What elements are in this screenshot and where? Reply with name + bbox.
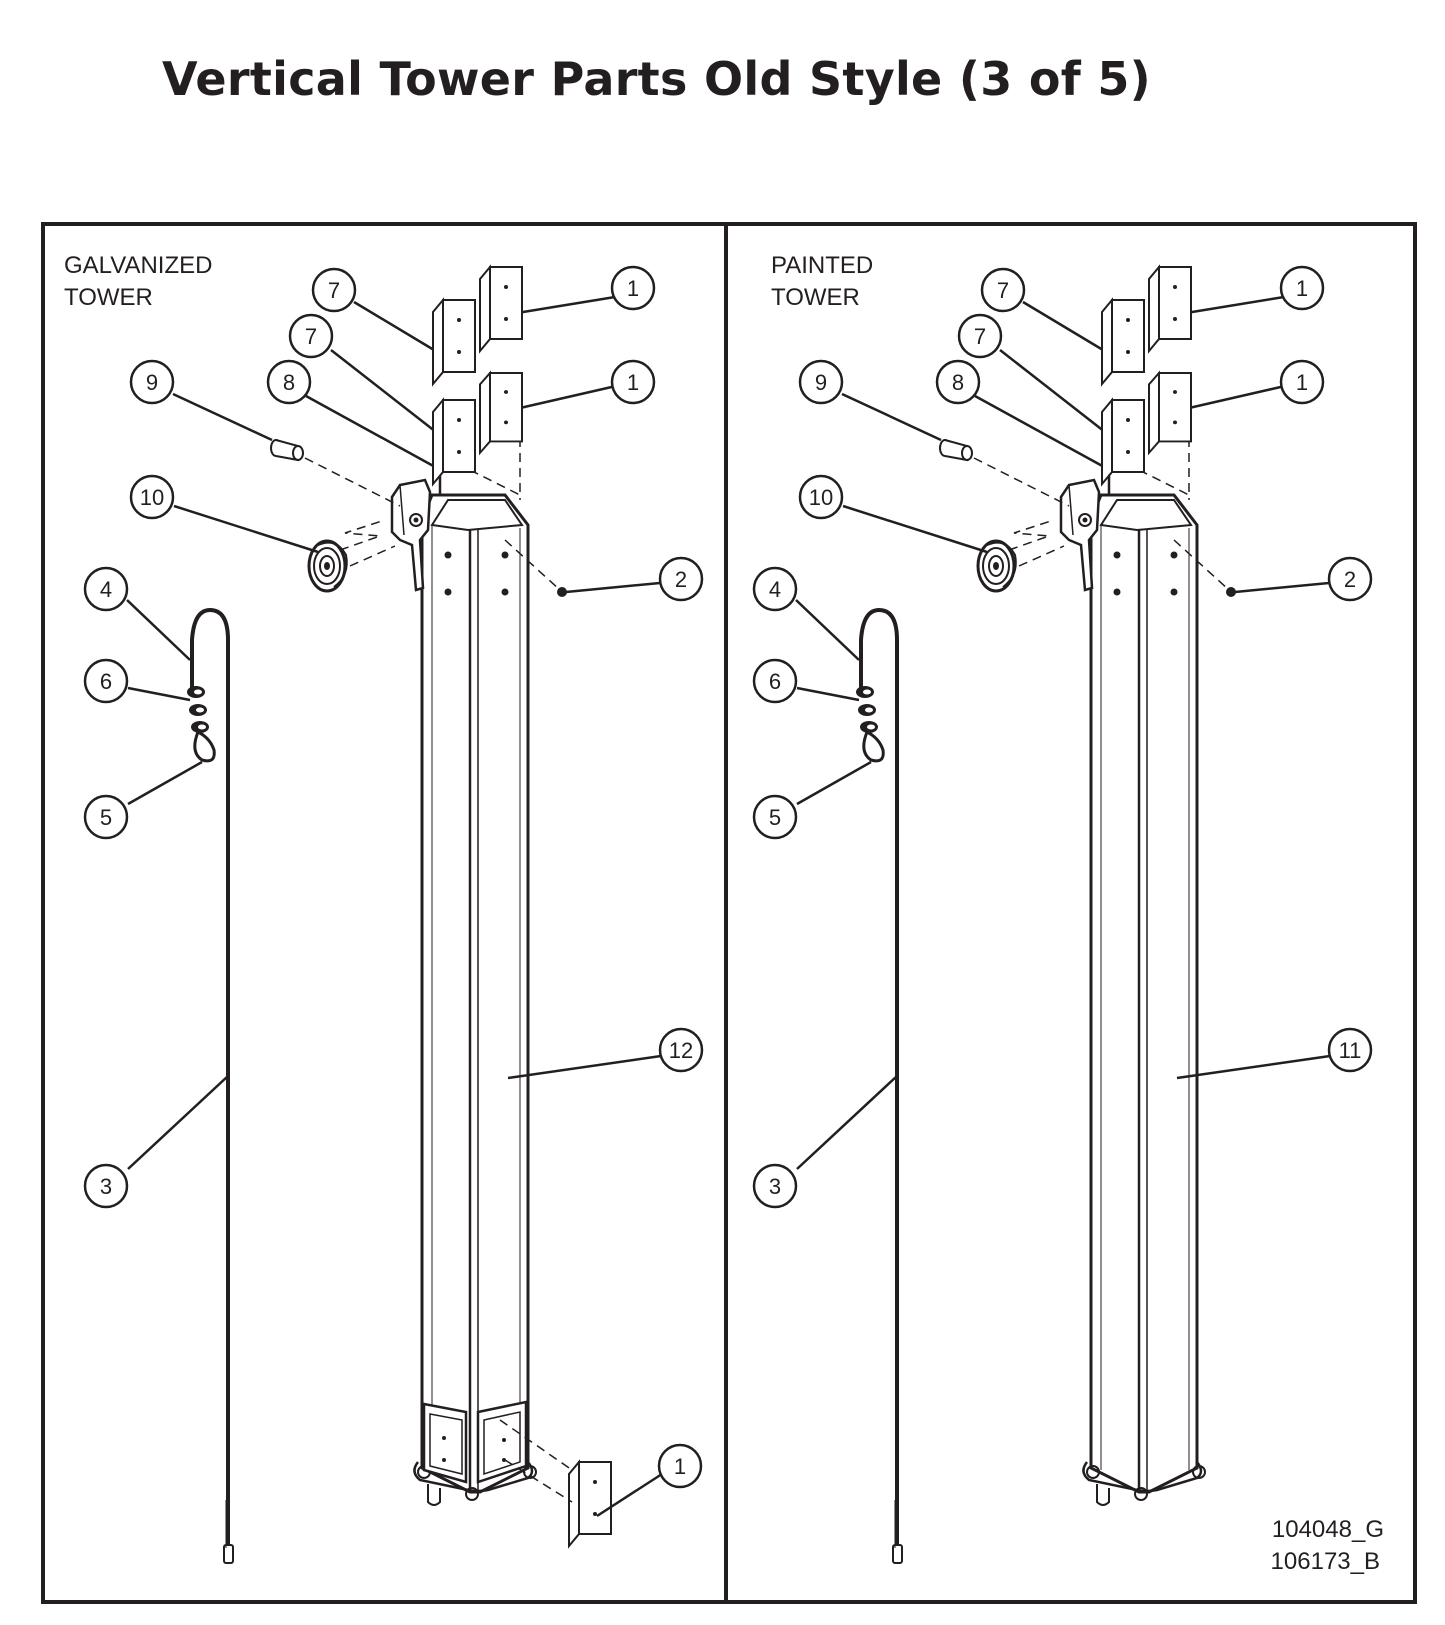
svg-text:12: 12 [669,1038,693,1063]
svg-text:8: 8 [952,370,964,395]
callout-bubble: 1 [1279,359,1325,405]
svg-text:7: 7 [328,278,340,303]
callout-bubble: 2 [1327,556,1373,602]
svg-text:9: 9 [146,370,158,395]
callout-bubble: 6 [752,658,798,704]
callout-bubble: 10 [129,474,175,520]
callout-bubble: 10 [798,474,844,520]
svg-text:1: 1 [627,276,639,301]
callout-bubble: 2 [658,556,704,602]
shim-plate [1148,372,1192,454]
shim-plate [479,372,523,454]
svg-text:7: 7 [974,324,986,349]
galvanized-tower-panel: GALVANIZED TOWER 7 [64,252,704,1565]
svg-text:10: 10 [809,485,833,510]
svg-text:6: 6 [769,669,781,694]
callout-bubble: 7 [311,267,357,313]
callout-bubble: 7 [957,313,1003,359]
drawing-number: 106173_B [1271,1548,1380,1575]
bottom-shim-plate [568,1461,612,1547]
callout-bubble: 1 [657,1443,703,1489]
svg-text:2: 2 [1344,567,1356,592]
svg-text:1: 1 [627,370,639,395]
drawing-number: 104048_G [1272,1516,1384,1543]
shim-plate [432,399,476,485]
cable-assembly [185,608,235,1565]
callout-bubble: 1 [610,265,656,311]
callout-bubble: 12 [658,1027,704,1073]
svg-text:7: 7 [997,278,1009,303]
svg-text:6: 6 [100,669,112,694]
callout-bubble: 7 [288,313,334,359]
leader-lines [125,295,662,1171]
callout-bubble: 1 [1279,265,1325,311]
shim-plate [1101,399,1145,485]
callout-bubble: 1 [610,359,656,405]
panel-label-line1: PAINTED [771,252,873,279]
callout-bubble: 3 [83,1163,129,1209]
svg-text:11: 11 [1339,1038,1362,1063]
callout-bubble: 5 [83,794,129,840]
svg-text:8: 8 [283,370,295,395]
tower-column [412,493,538,1507]
tower-column [1081,493,1207,1507]
svg-text:5: 5 [769,805,781,830]
svg-text:4: 4 [100,577,112,602]
panel-label-line2: TOWER [64,284,153,311]
callout-bubble: 11 [1327,1027,1373,1073]
callout-bubble: 7 [980,267,1026,313]
svg-text:1: 1 [1296,370,1308,395]
callout-bubbles: 7 1 7 9 8 1 10 2 4 6 5 11 3 [752,265,1373,1209]
callout-bubble: 6 [83,658,129,704]
painted-tower-panel: PAINTED TOWER 7 1 7 9 8 1 10 2 4 6 5 11 [752,252,1384,1575]
callout-bubble: 5 [752,794,798,840]
svg-text:1: 1 [1296,276,1308,301]
callout-bubble: 4 [752,566,798,612]
svg-text:4: 4 [769,577,781,602]
shim-plate [1148,266,1192,352]
callout-bubble: 4 [83,566,129,612]
column-bottom-openings [422,1400,528,1484]
svg-text:1: 1 [674,1454,686,1479]
callout-bubble: 8 [266,359,312,405]
svg-text:2: 2 [675,567,687,592]
shim-plate [479,266,523,352]
shim-plate [1101,299,1145,385]
leader-lines [794,295,1331,1171]
cable-assembly [854,608,904,1565]
callout-bubble: 3 [752,1163,798,1209]
panel-label-line1: GALVANIZED [64,252,212,279]
svg-text:9: 9 [815,370,827,395]
panel-label-line2: TOWER [771,284,860,311]
svg-text:3: 3 [769,1174,781,1199]
svg-text:5: 5 [100,805,112,830]
page-title: Vertical Tower Parts Old Style (3 of 5) [162,52,1151,106]
callout-bubble: 8 [935,359,981,405]
svg-text:7: 7 [305,324,317,349]
diagram-frame [41,222,1417,1604]
svg-text:10: 10 [140,485,164,510]
callout-bubble: 9 [798,359,844,405]
svg-text:3: 3 [100,1174,112,1199]
callout-bubbles: 7 1 7 9 8 1 10 2 4 6 5 12 3 1 [83,265,704,1489]
shim-plate [432,299,476,385]
callout-bubble: 9 [129,359,175,405]
